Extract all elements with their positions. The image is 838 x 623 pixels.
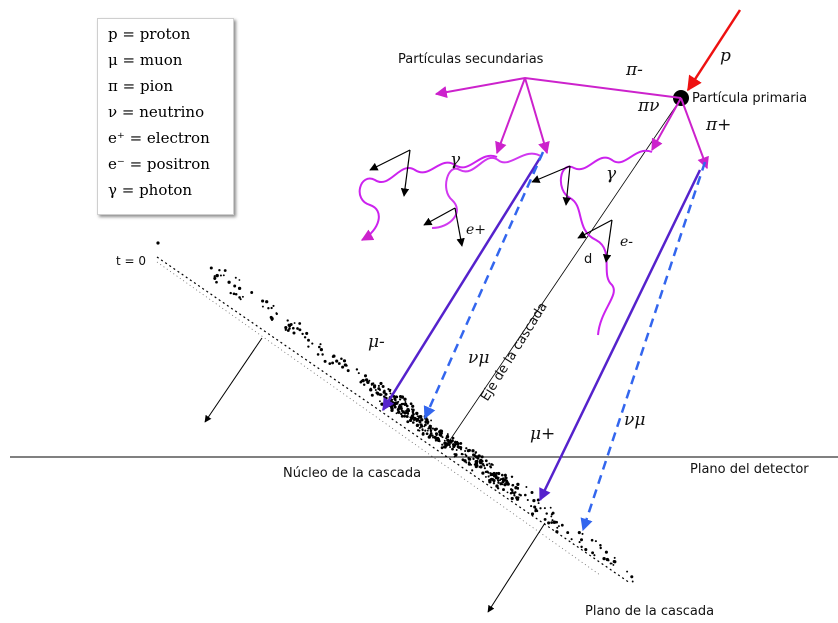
particle-hits [156, 241, 634, 583]
pi-plus-symbol: π+ [706, 115, 732, 135]
legend-item-proton: p = proton [108, 25, 191, 43]
primary-proton-arrow [686, 9, 742, 92]
nu-mu-left-symbol: νμ [468, 348, 490, 368]
muon-minus-arrow [381, 157, 542, 412]
secondary-particles-label: Partículas secundarias [398, 52, 544, 67]
neutrino-arrow-right [580, 161, 707, 532]
legend-item-electron: e⁺ = electron [108, 129, 210, 147]
pi-nu-symbol: πν [638, 96, 660, 116]
legend-item-pion: π = pion [108, 77, 174, 95]
shower-front-line [156, 256, 631, 584]
gamma-left-symbol: γ [450, 150, 461, 170]
em-subshower-arrows [369, 149, 613, 263]
mu-plus-symbol: μ+ [530, 424, 556, 444]
shower-axis-line [449, 99, 681, 441]
shower-front-line-lower [156, 261, 601, 576]
t0-label: t = 0 [116, 254, 147, 268]
distance-label: d [584, 252, 593, 267]
primary-particle-label: Partícula primaria [692, 91, 808, 106]
photon-wave-mid [431, 152, 543, 229]
normal-arrow-right [487, 522, 546, 613]
pi-nu-arrow [651, 97, 682, 152]
shower-plane-label: Plano de la cascada [585, 604, 715, 619]
gamma-right-symbol: γ [606, 164, 617, 184]
normal-arrow-left [204, 337, 263, 423]
legend-item-photon: γ = photon [108, 181, 193, 199]
pi-plus-arrow [680, 97, 709, 170]
nu-mu-right-symbol: νμ [624, 410, 646, 430]
secondary-branch-2 [524, 77, 550, 155]
proton-symbol: p [720, 46, 731, 66]
neutrino-arrow-left [423, 151, 545, 420]
muon-plus-arrow [538, 169, 702, 502]
secondary-branch-1 [495, 77, 526, 155]
e-plus-symbol: e+ [466, 222, 487, 238]
e-minus-symbol: e- [620, 234, 634, 250]
shower-core-label: Núcleo de la cascada [283, 466, 422, 481]
legend-box: p = proton μ = muon π = pion ν = neutrin… [97, 18, 234, 215]
detector-plane-label: Plano del detector [690, 462, 809, 477]
pi-minus-arrow [434, 76, 682, 99]
legend-item-muon: μ = muon [108, 51, 183, 69]
pi-minus-symbol: π- [626, 60, 643, 80]
mu-minus-symbol: μ- [368, 332, 385, 352]
legend-item-positron: e⁻ = positron [108, 155, 210, 173]
photon-wave-left [358, 154, 498, 241]
legend-item-neutrino: ν = neutrino [108, 103, 205, 121]
